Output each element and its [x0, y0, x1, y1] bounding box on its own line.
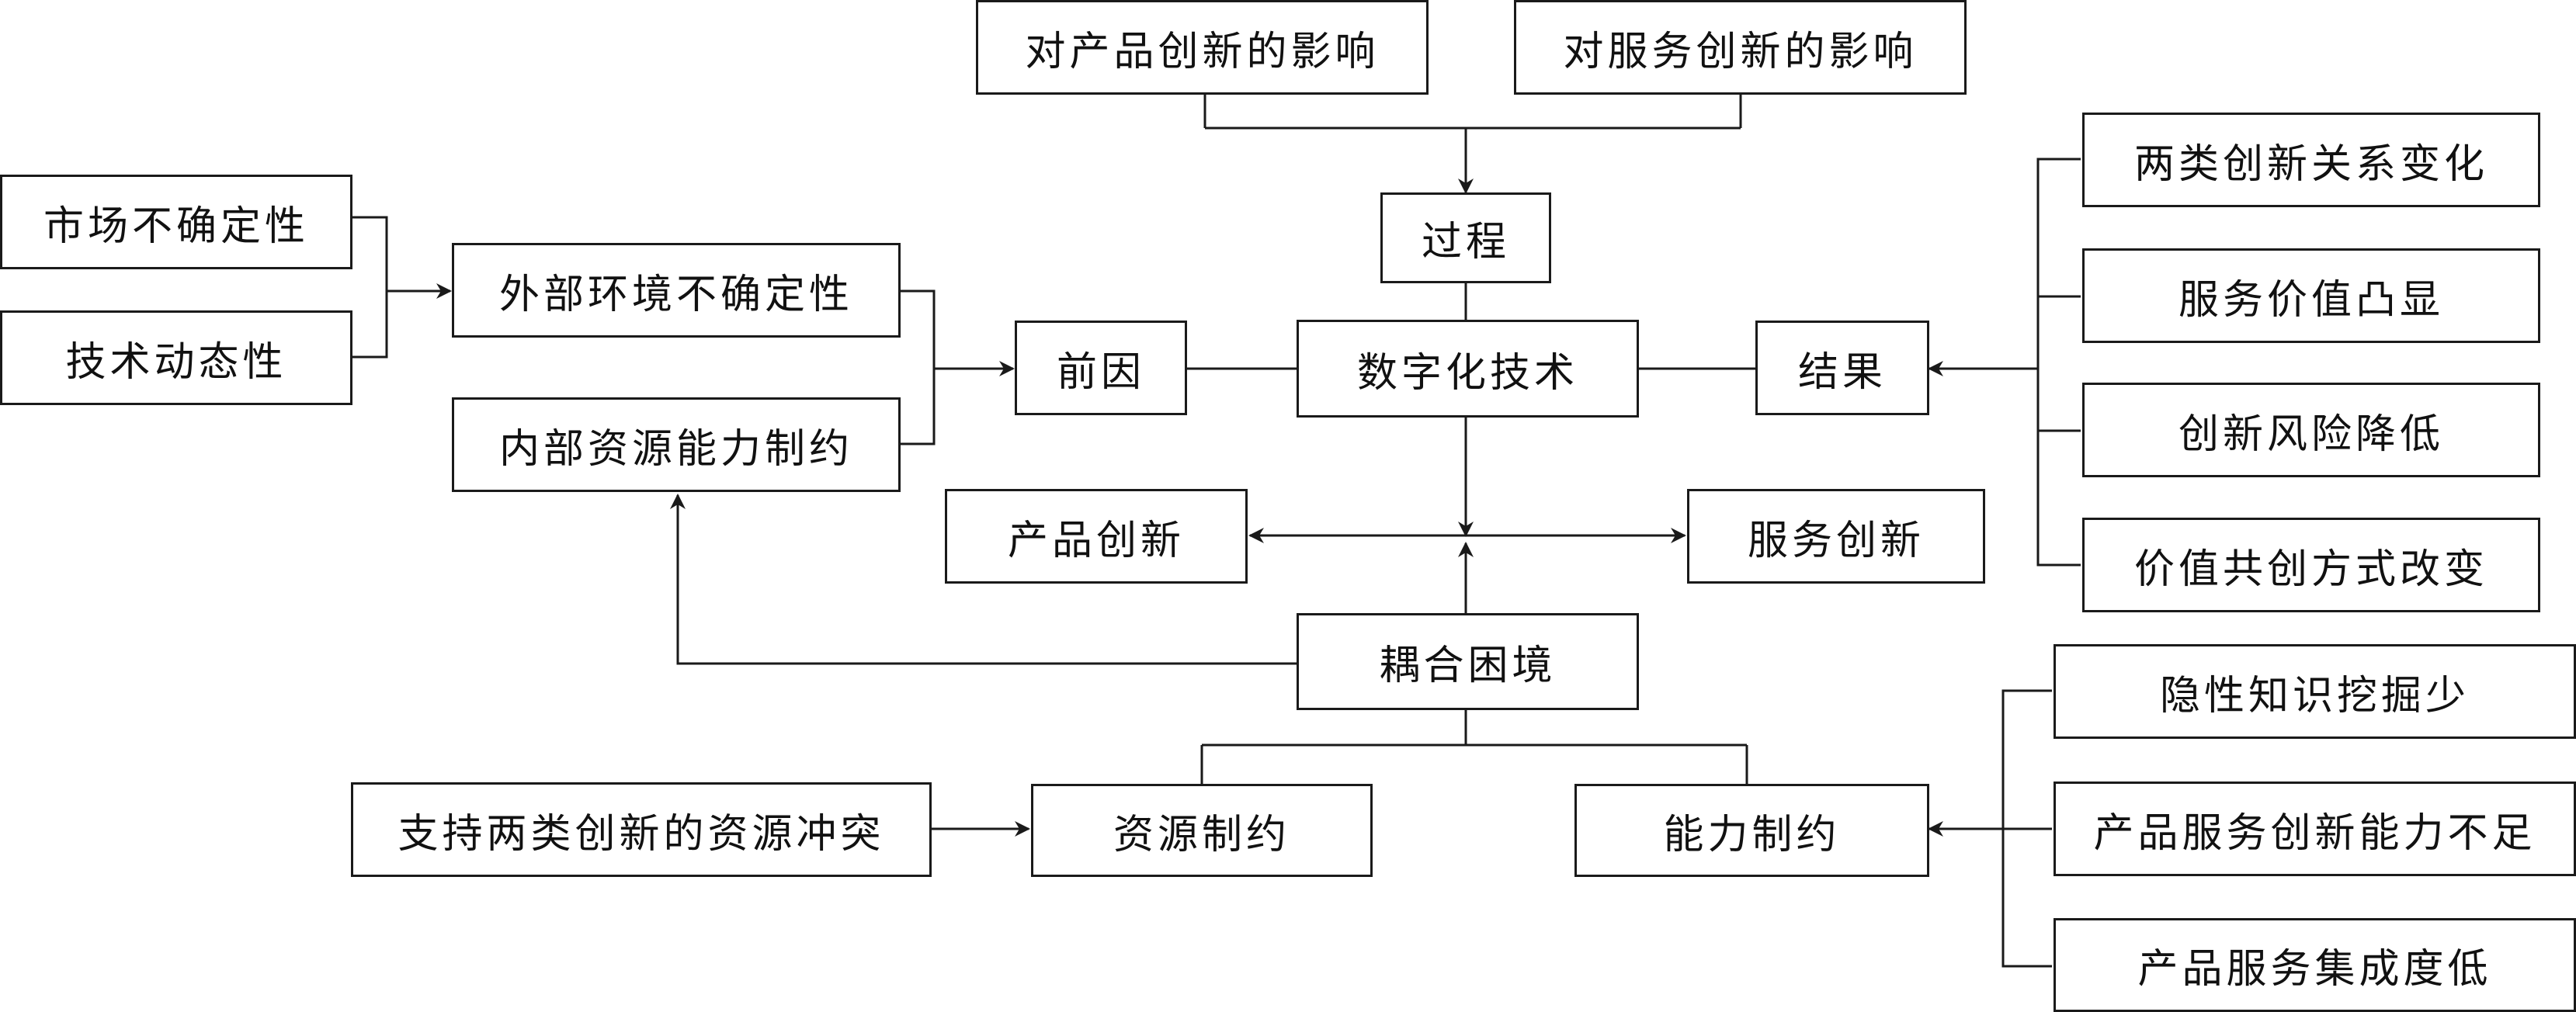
- node-service-innovation: 服务创新: [1687, 489, 1985, 584]
- node-risk-lower: 创新风险降低: [2082, 383, 2540, 477]
- node-result: 结果: [1755, 321, 1929, 415]
- node-resource-conflict: 支持两类创新的资源冲突: [351, 782, 932, 877]
- connector-coupling-to-constraints: [1200, 710, 1748, 784]
- node-integration-low: 产品服务集成度低: [2054, 918, 2576, 1012]
- connector-results-to-result: [1929, 158, 2081, 567]
- node-value-cocreation: 价值共创方式改变: [2082, 518, 2540, 612]
- node-antecedent: 前因: [1015, 321, 1187, 415]
- connector-market-tech-to-external: [351, 216, 450, 359]
- node-tech-dynamics: 技术动态性: [0, 310, 352, 405]
- node-impact-service: 对服务创新的影响: [1514, 0, 1967, 95]
- node-resource-constraint: 资源制约: [1031, 784, 1373, 877]
- node-external-uncertainty: 外部环境不确定性: [452, 243, 901, 338]
- node-relation-change: 两类创新关系变化: [2082, 113, 2540, 207]
- node-capability-insufficient: 产品服务创新能力不足: [2054, 782, 2576, 876]
- node-product-innovation: 产品创新: [945, 489, 1248, 584]
- connector-coupling-to-internal: [670, 494, 1297, 665]
- node-impact-product: 对产品创新的影响: [976, 0, 1429, 95]
- connector-capability-list-to-constraint: [1929, 689, 2052, 968]
- node-market-uncertainty: 市场不确定性: [0, 175, 352, 269]
- connector-impacts-to-process: [1203, 93, 1742, 192]
- node-process: 过程: [1380, 192, 1551, 283]
- node-capability-constraint: 能力制约: [1574, 784, 1929, 877]
- node-service-value: 服务价值凸显: [2082, 248, 2540, 343]
- connector-external-internal-to-antecedent: [899, 289, 1013, 445]
- node-tacit-knowledge: 隐性知识挖掘少: [2054, 644, 2576, 739]
- node-coupling-dilemma: 耦合困境: [1297, 613, 1639, 710]
- node-digital-tech: 数字化技术: [1297, 320, 1639, 418]
- node-internal-constraint: 内部资源能力制约: [452, 397, 901, 492]
